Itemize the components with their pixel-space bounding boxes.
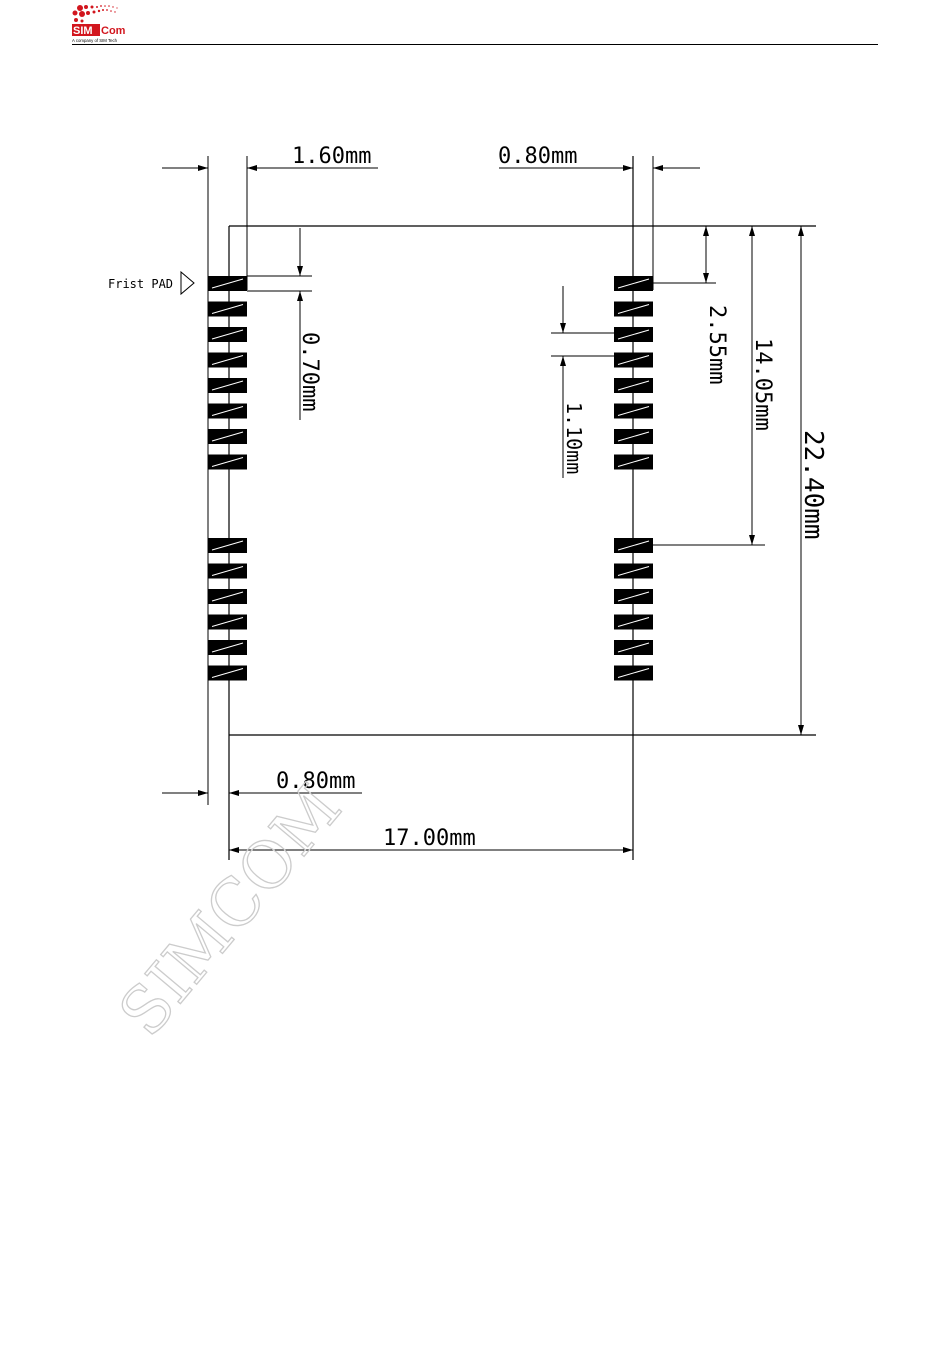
dim-pad-height-label: 0.70mm: [297, 332, 322, 411]
dim-group-offset-label: 14.05mm: [750, 338, 775, 431]
module-outline: [229, 156, 816, 860]
dim-module-height-label: 22.40mm: [798, 430, 828, 540]
first-pad-triangle-icon: [181, 272, 194, 294]
first-pad-label: Frist PAD: [108, 277, 173, 291]
dim-pad-length-label: 0.80mm: [498, 144, 577, 169]
left-pad-column: [208, 276, 247, 681]
dim-first-pad-offset-label: 2.55mm: [704, 305, 729, 384]
dim-pad-width-label: 1.60mm: [292, 144, 371, 169]
extension-lines: [208, 156, 765, 805]
dim-pad-pitch-label: 1.10mm: [562, 402, 586, 474]
dim-module-width-label: 17.00mm: [383, 826, 476, 851]
watermark: SIMCOM: [106, 772, 357, 1051]
